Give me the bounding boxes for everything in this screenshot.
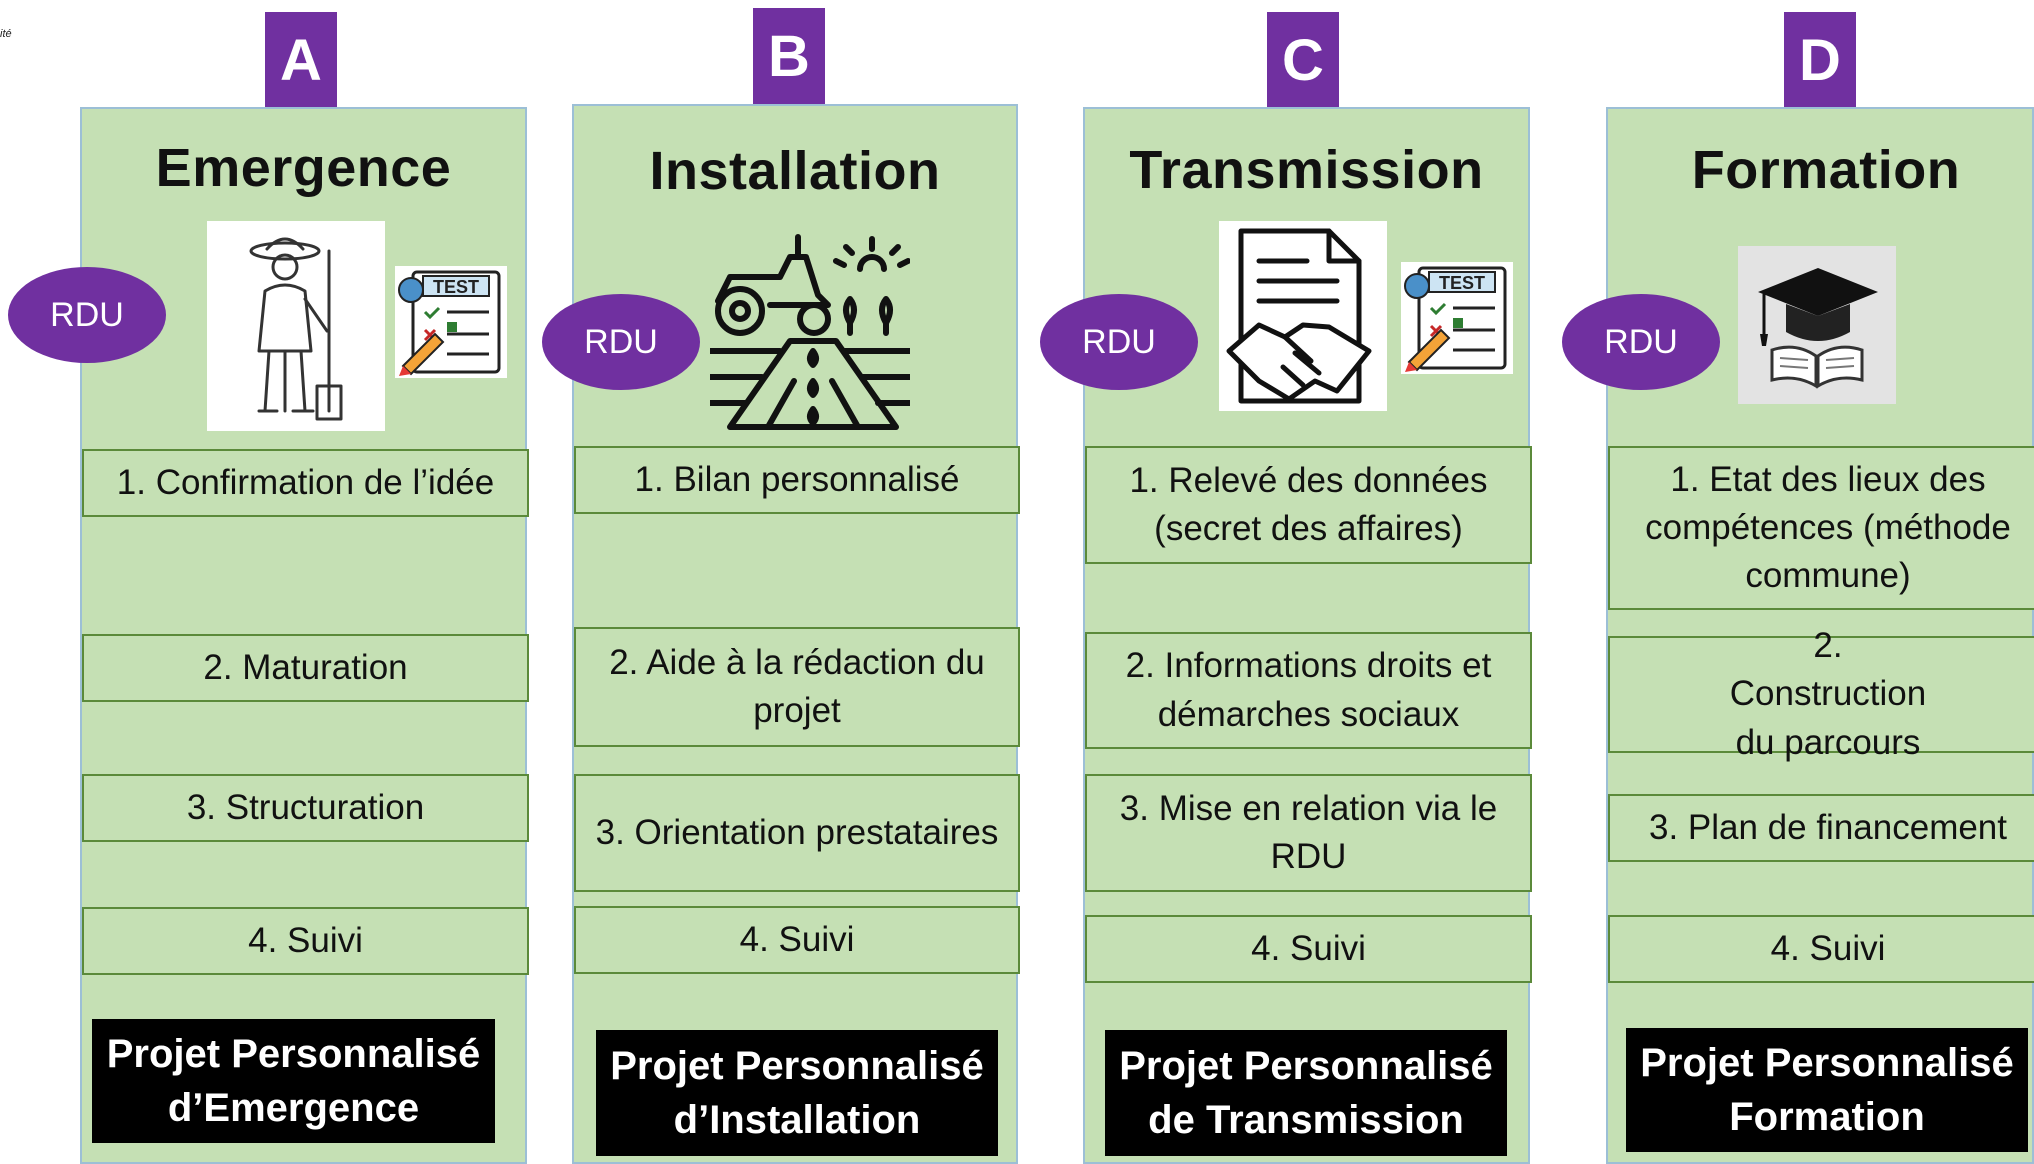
step-1: 1. Relevé des données (secret des affair… (1085, 446, 1532, 564)
column-title: Formation (1691, 140, 1961, 200)
test-label: TEST (1439, 273, 1485, 293)
step-3: 3. Mise en relation via le RDU (1085, 774, 1532, 892)
rdu-badge: RDU (1562, 294, 1720, 390)
step-2: 2. Informations droits et démarches soci… (1085, 632, 1532, 749)
contract-handshake-icon (1219, 221, 1387, 411)
column-emergence: Emergence TEST (80, 107, 529, 1164)
project-label-line2: Formation (1729, 1095, 1925, 1139)
step-1: 1. Confirmation de l’idée (82, 449, 529, 517)
project-label-line1: Projet Personnalisé (106, 1032, 481, 1076)
column-letter-a: A (265, 12, 337, 108)
step-2: 2. Aide à la rédaction du projet (574, 627, 1020, 747)
column-title: Installation (649, 141, 941, 201)
column-title: Transmission (1129, 140, 1484, 200)
column-letter-d: D (1784, 12, 1856, 108)
step-2: 2. Maturation (82, 634, 529, 702)
step-4: 4. Suivi (82, 907, 529, 975)
project-label-line1: Projet Personnalisé (610, 1044, 984, 1088)
corner-text: ité (0, 28, 12, 40)
project-label-line1: Projet Personnalisé (1640, 1041, 2014, 1085)
tractor-field-icon (710, 231, 910, 431)
step-4: 4. Suivi (574, 906, 1020, 974)
farmer-icon (207, 221, 385, 431)
project-label: Projet Personnalisé de Transmission (1105, 1030, 1507, 1156)
test-checklist-icon: TEST (1401, 262, 1513, 374)
step-1: 1. Etat des lieux des compétences (métho… (1608, 446, 2034, 610)
rdu-badge: RDU (542, 294, 700, 390)
test-label: TEST (433, 277, 479, 297)
project-label-line2: d’Installation (673, 1098, 921, 1142)
column-transmission: Transmission TEST (1083, 107, 1532, 1164)
rdu-badge: RDU (1040, 294, 1198, 390)
project-label-line2: d’Emergence (167, 1086, 420, 1130)
step-3: 3. Orientation prestataires (574, 774, 1020, 892)
step-4: 4. Suivi (1085, 915, 1532, 983)
step-4: 4. Suivi (1608, 915, 2034, 983)
column-letter-b: B (753, 8, 825, 104)
step-2: 2. Construction du parcours (1608, 626, 2034, 762)
project-label-line1: Projet Personnalisé (1119, 1044, 1493, 1088)
graduation-book-icon (1738, 246, 1896, 404)
project-label-line2: de Transmission (1148, 1098, 1464, 1142)
step-3: 3. Structuration (82, 774, 529, 842)
rdu-badge: RDU (8, 267, 166, 363)
test-checklist-icon: TEST (395, 266, 507, 378)
column-installation: Installation 1. Bilan personnalis (572, 104, 1020, 1164)
step-1: 1. Bilan personnalisé (574, 446, 1020, 514)
column-title: Emergence (155, 138, 452, 198)
step-3: 3. Plan de financement (1608, 794, 2034, 862)
project-label: Projet Personnalisé d’Emergence (92, 1019, 495, 1143)
column-formation: Formation 1. Etat des lieux des compéten… (1606, 107, 2034, 1164)
project-label: Projet Personnalisé d’Installation (596, 1030, 998, 1156)
column-letter-c: C (1267, 12, 1339, 108)
